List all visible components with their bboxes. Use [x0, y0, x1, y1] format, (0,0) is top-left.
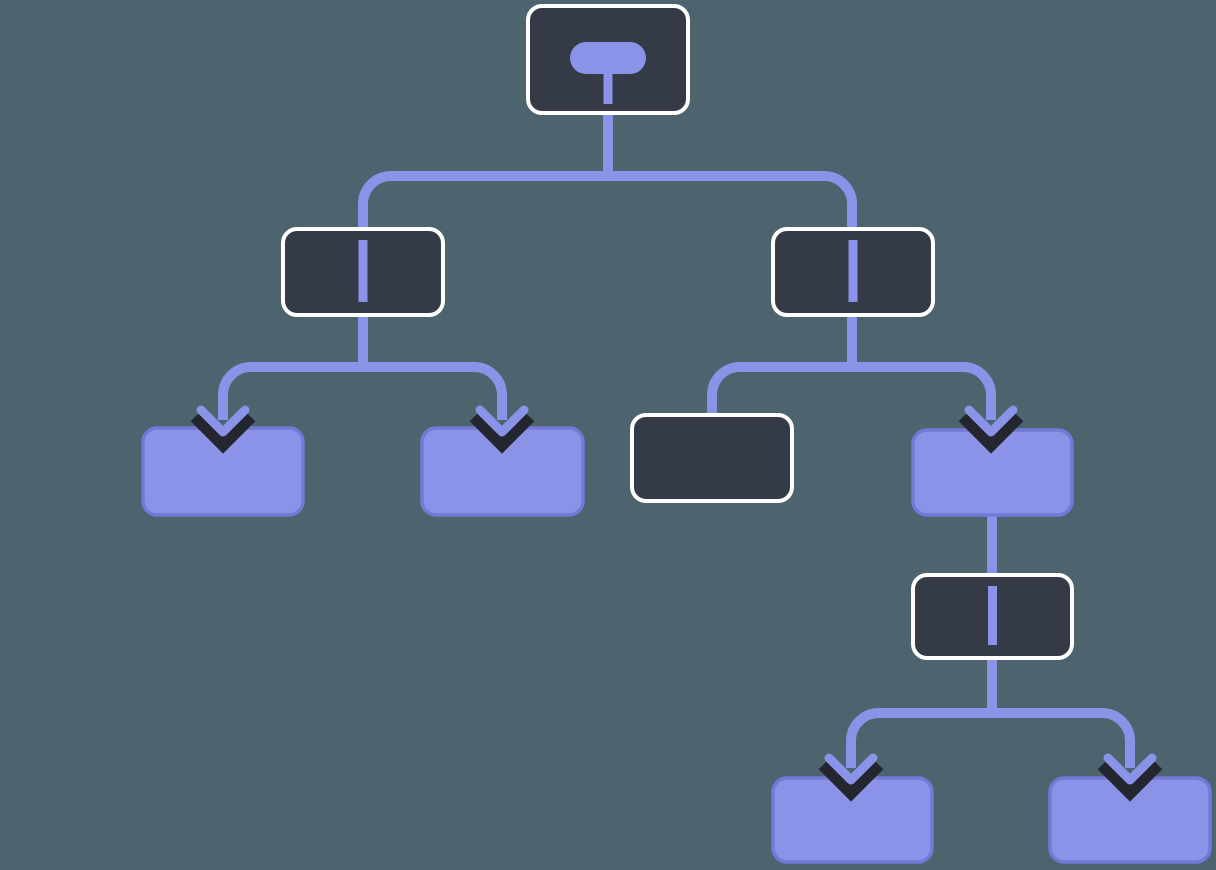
pass-through-line-icon	[358, 240, 368, 302]
edge-branch-right-to-leaf-dark	[707, 310, 857, 415]
edge-root-to-branch-right	[603, 58, 857, 229]
root-pill-connector-icon	[570, 42, 646, 104]
edge-branch-bottom-to-leaf-4	[846, 655, 997, 768]
arrow-down-icon	[818, 753, 884, 802]
edge-branch-left-to-leaf-1	[218, 310, 368, 420]
edge-root-to-branch-left	[358, 58, 613, 229]
edge-branch-right-to-leaf-3	[847, 310, 996, 420]
arrow-down-icon	[190, 405, 256, 454]
arrow-down-icon	[958, 405, 1024, 454]
arrow-down-icon	[469, 405, 535, 454]
edge-branch-bottom-to-leaf-5	[987, 655, 1135, 768]
arrow-down-icon	[1097, 753, 1163, 802]
pass-through-line-icon	[848, 240, 858, 302]
edge-branch-left-to-leaf-2	[358, 310, 507, 420]
pass-through-line-icon	[988, 586, 997, 645]
node-leaf-dark[interactable]	[630, 413, 794, 503]
